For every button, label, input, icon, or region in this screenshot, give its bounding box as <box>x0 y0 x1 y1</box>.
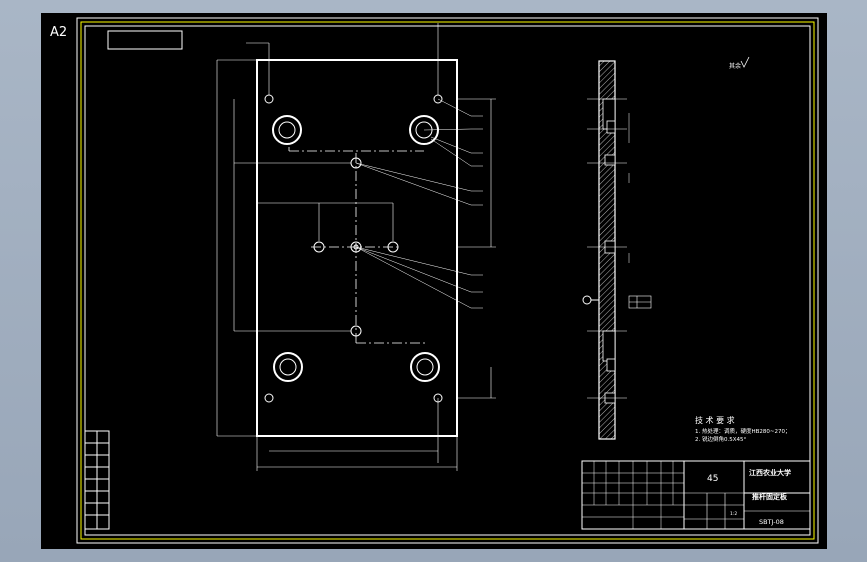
title-block: 45 江西农业大学 推杆固定板 SBTJ-08 1:2 <box>581 460 811 530</box>
drawing-number-label: SBTJ-08 <box>759 518 784 526</box>
sheet-border-yellow <box>80 21 815 540</box>
leader-shelves <box>471 115 483 309</box>
technical-requirements: 技 术 要 求 1. 热处理：调质，硬度HB280~270； 2. 锐边倒角0.… <box>695 415 791 443</box>
part-name-label: 推杆固定板 <box>752 492 788 501</box>
tech-req-line-2: 2. 锐边倒角0.5X45° <box>695 435 747 443</box>
side-view <box>582 60 652 440</box>
datum-symbol <box>582 295 592 305</box>
guide-hole-top-left <box>272 115 302 145</box>
left-revision-strip <box>84 430 110 530</box>
drawing-canvas: A2 <box>50 17 819 544</box>
dimension-lines <box>216 23 496 471</box>
guide-hole-bottom-right <box>410 352 440 382</box>
university-label: 江西农业大学 <box>749 468 791 477</box>
sheet-size-label: A2 <box>50 25 67 40</box>
front-view <box>216 23 496 471</box>
cad-viewport[interactable]: A2 <box>41 13 827 549</box>
scale-label: 1:2 <box>730 511 737 517</box>
surface-finish-symbol: 其余 <box>729 56 750 70</box>
svg-text:其余: 其余 <box>729 62 741 70</box>
sheet-border-outer <box>76 17 819 544</box>
screw-hole-3 <box>264 393 274 403</box>
code-box <box>107 30 183 50</box>
material-label: 45 <box>707 474 718 484</box>
leader-lines <box>355 98 472 309</box>
screw-hole-1 <box>264 94 274 104</box>
tech-req-line-1: 1. 热处理：调质，硬度HB280~270； <box>695 427 791 435</box>
drawing-frame <box>84 25 811 536</box>
guide-hole-bottom-left <box>273 352 303 382</box>
tech-req-title: 技 术 要 求 <box>695 415 735 425</box>
